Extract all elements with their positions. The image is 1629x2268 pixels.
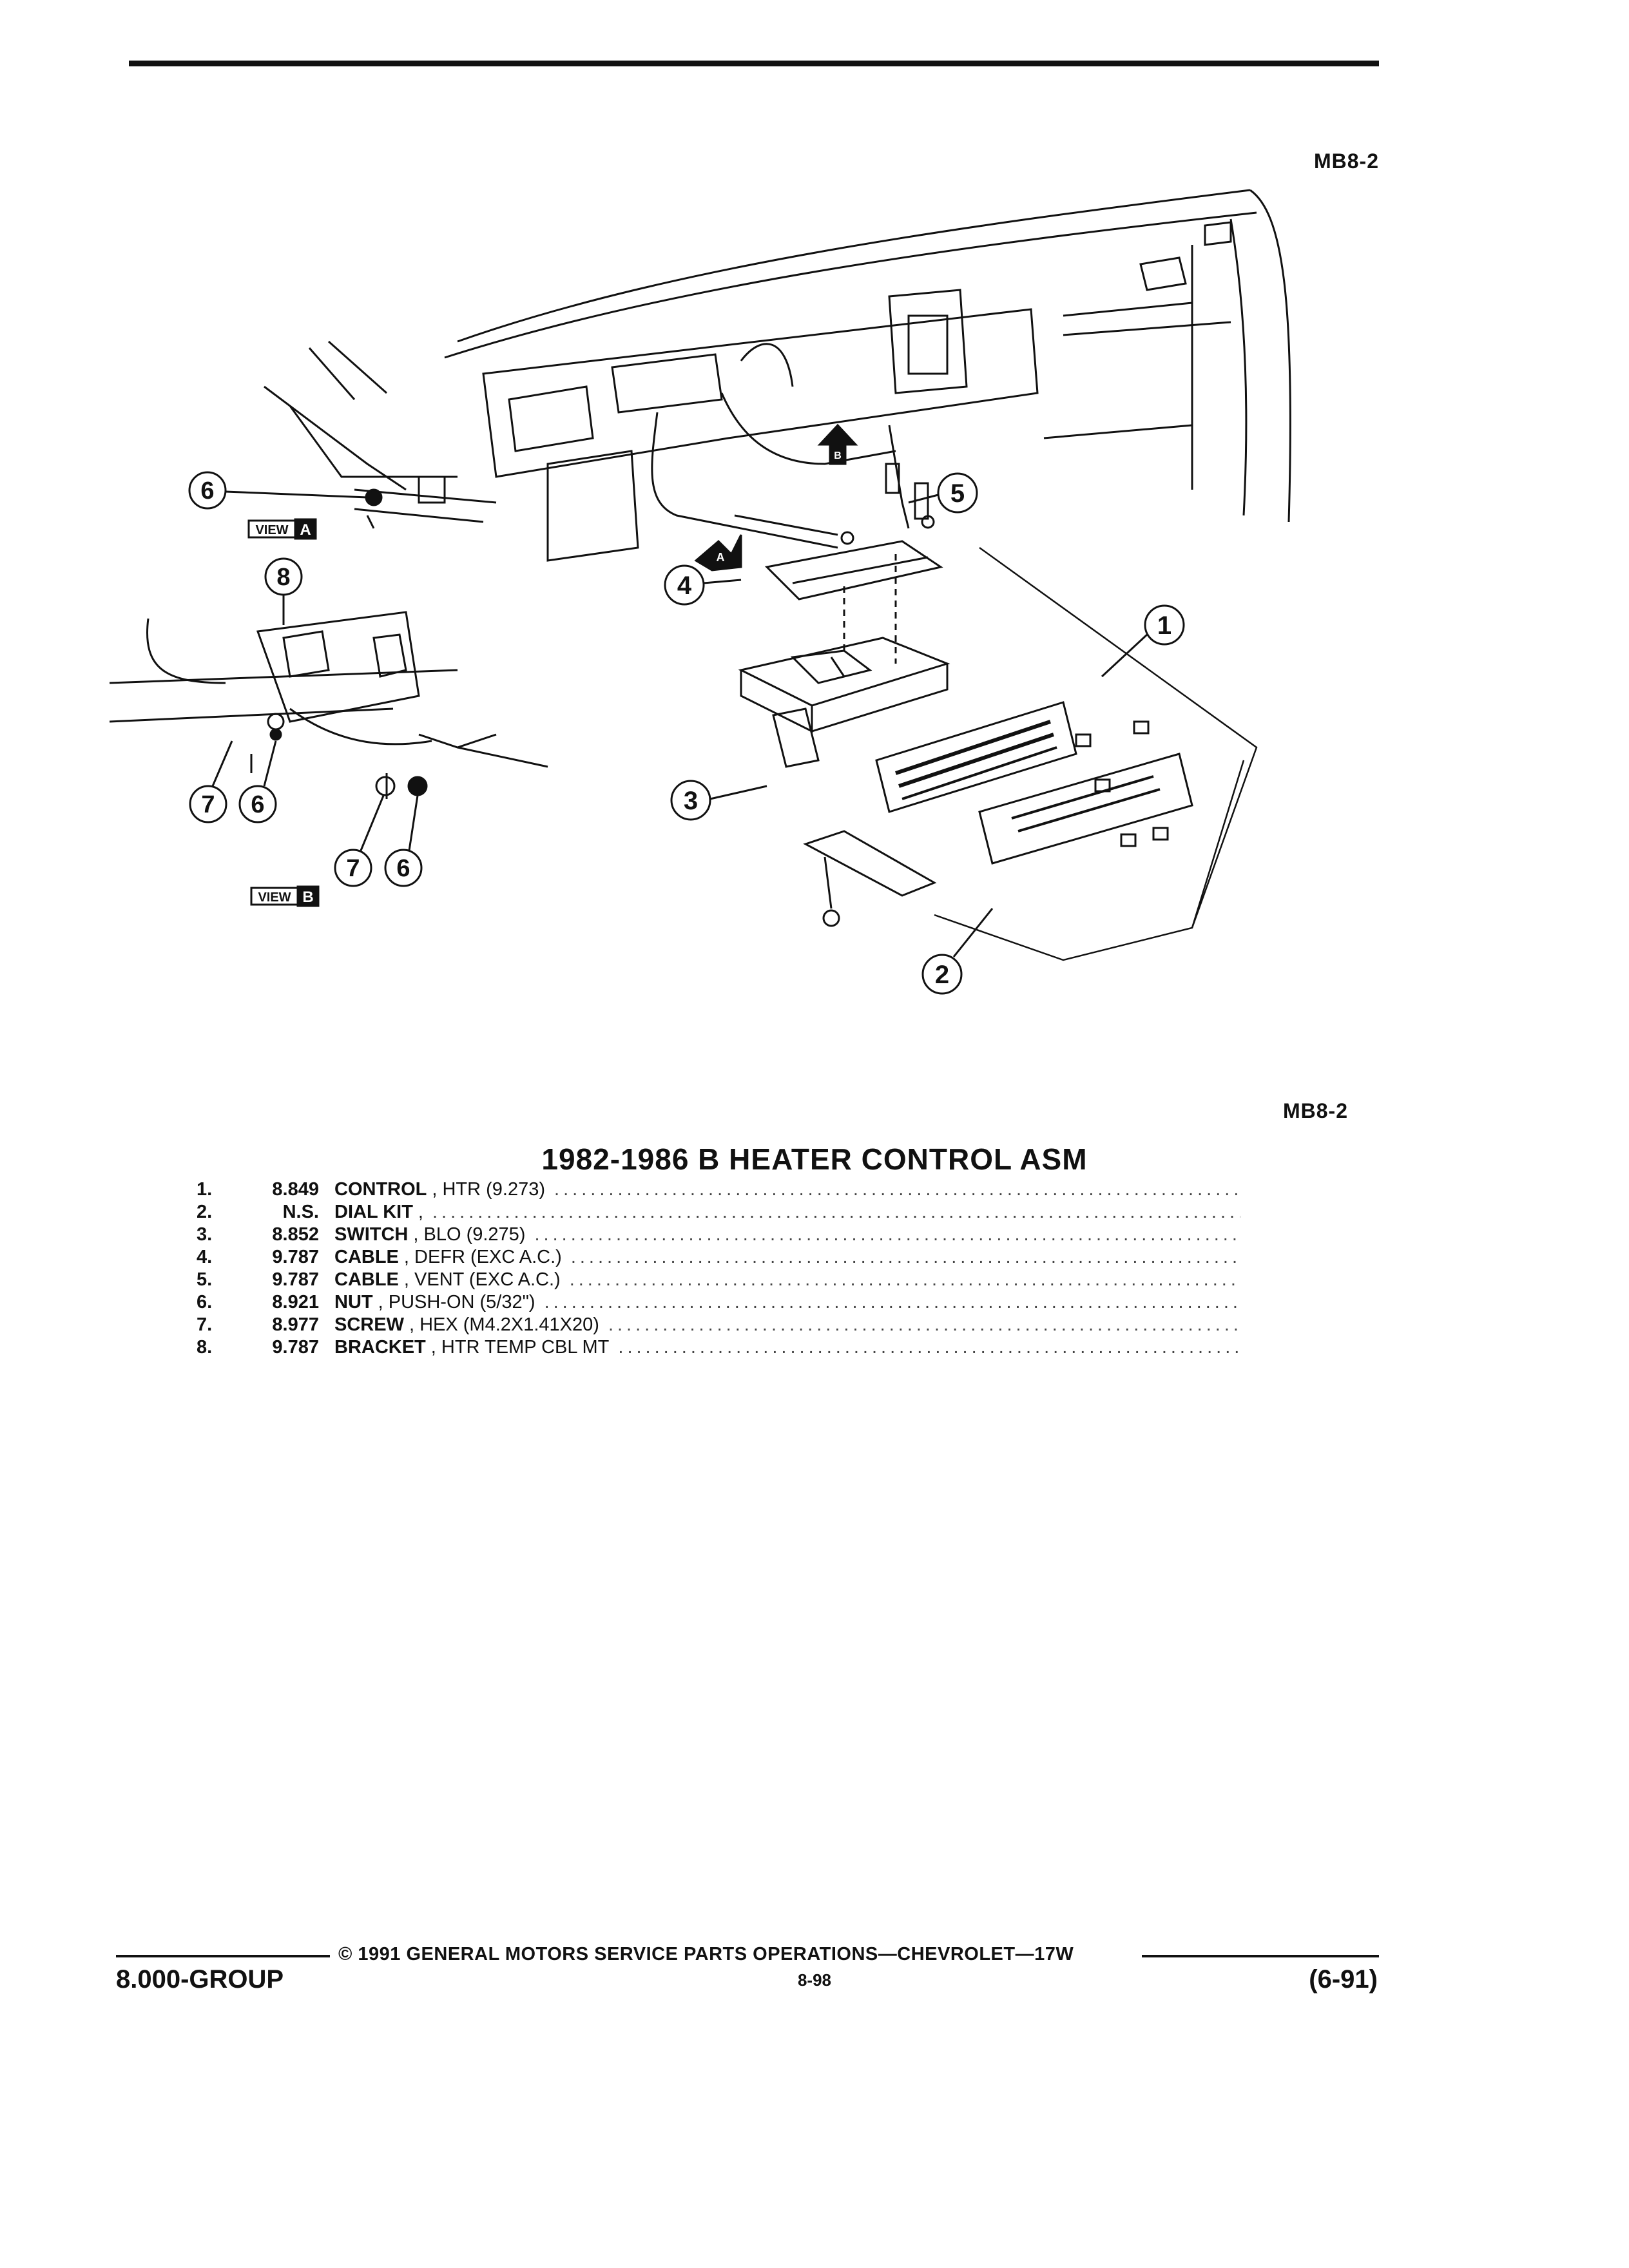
diagram-code-bottom: MB8-2 xyxy=(1282,1099,1348,1122)
callout-7-right: 7 xyxy=(334,795,385,887)
parts-list-row: 4. 9.787 CABLE , DEFR (EXC A.C.) .......… xyxy=(197,1247,1240,1269)
instrument-panel-illustration xyxy=(444,189,1291,562)
svg-text:VIEW: VIEW xyxy=(255,523,288,537)
part-description: , xyxy=(418,1202,423,1222)
view-b-arrow: B xyxy=(817,423,858,465)
part-name: SWITCH xyxy=(334,1224,409,1245)
view-b-detail xyxy=(109,611,548,799)
part-description: , PUSH-ON (5/32") xyxy=(378,1292,535,1312)
part-group-number: 8.977 xyxy=(272,1314,319,1335)
page-number: 8-98 xyxy=(797,1970,832,1990)
callout-7-left: 7 xyxy=(189,740,233,823)
part-name: CABLE xyxy=(334,1247,399,1267)
svg-text:7: 7 xyxy=(201,791,215,818)
part-number-index: 8. xyxy=(197,1337,213,1358)
leader-dots: ........................................… xyxy=(432,1202,1240,1222)
svg-text:6: 6 xyxy=(251,791,264,818)
footer-rule-left xyxy=(116,1955,330,1957)
svg-text:4: 4 xyxy=(677,572,692,600)
part-name: NUT xyxy=(334,1292,373,1312)
part-number-index: 7. xyxy=(197,1314,213,1335)
parts-list-row: 6. 8.921 NUT , PUSH-ON (5/32") .........… xyxy=(197,1292,1240,1314)
parts-list-row: 1. 8.849 CONTROL , HTR (9.273) .........… xyxy=(197,1179,1240,1202)
part-group-number: 9.787 xyxy=(272,1337,319,1358)
svg-text:3: 3 xyxy=(684,787,698,815)
part-description: , DEFR (EXC A.C.) xyxy=(403,1247,562,1267)
callout-8: 8 xyxy=(264,557,303,625)
svg-text:VIEW: VIEW xyxy=(258,890,291,905)
svg-text:1: 1 xyxy=(1157,611,1171,640)
leader-dots: ........................................… xyxy=(608,1314,1240,1335)
part-description: , BLO (9.275) xyxy=(413,1224,526,1245)
svg-text:6: 6 xyxy=(396,855,410,882)
part-description: , HTR TEMP CBL MT xyxy=(430,1337,610,1358)
heater-control-exploded-diagram: 1 2 3 4 5 6 8 7 6 7 xyxy=(109,189,1291,995)
part-group-number: 8.852 xyxy=(272,1224,319,1245)
part-group-number: 8.849 xyxy=(272,1179,319,1200)
leader-dots: ........................................… xyxy=(534,1224,1240,1245)
group-label: 8.000-GROUP xyxy=(116,1965,284,1994)
parts-list-row: 5. 9.787 CABLE , VENT (EXC A.C.) .......… xyxy=(197,1269,1240,1292)
svg-text:8: 8 xyxy=(276,564,290,591)
parts-list-row: 7. 8.977 SCREW , HEX (M4.2X1.41X20) ....… xyxy=(197,1314,1240,1337)
revision-date: (6-91) xyxy=(1309,1965,1378,1994)
view-a-detail xyxy=(264,340,497,529)
svg-text:A: A xyxy=(717,551,725,564)
footer-rule-right xyxy=(1142,1955,1379,1957)
diagram-code-top: MB8-2 xyxy=(1313,149,1379,173)
part-number-index: 2. xyxy=(197,1202,213,1222)
callout-1: 1 xyxy=(1101,604,1185,678)
part-number-index: 1. xyxy=(197,1179,213,1200)
copyright-notice: © 1991 GENERAL MOTORS SERVICE PARTS OPER… xyxy=(338,1944,1074,1965)
parts-list-row: 8. 9.787 BRACKET , HTR TEMP CBL MT .....… xyxy=(197,1337,1240,1360)
leader-dots: ........................................… xyxy=(544,1292,1240,1312)
part-name: DIAL KIT xyxy=(334,1202,413,1222)
leader-dots: ........................................… xyxy=(570,1247,1240,1267)
view-a-label: VIEW A xyxy=(247,518,317,540)
control-assembly-exploded xyxy=(738,540,1258,961)
parts-list-row: 3. 8.852 SWITCH , BLO (9.275) ..........… xyxy=(197,1224,1240,1247)
part-group-number: N.S. xyxy=(282,1202,319,1222)
leader-dots: ........................................… xyxy=(569,1269,1240,1290)
part-name: CABLE xyxy=(334,1269,399,1290)
svg-text:5: 5 xyxy=(950,479,965,508)
callout-6-view-a: 6 xyxy=(188,471,368,510)
svg-text:B: B xyxy=(302,889,313,906)
part-name: CONTROL xyxy=(334,1179,427,1200)
part-description: , HEX (M4.2X1.41X20) xyxy=(409,1314,599,1335)
leader-dots: ........................................… xyxy=(554,1179,1240,1200)
parts-list: 1. 8.849 CONTROL , HTR (9.273) .........… xyxy=(197,1179,1240,1360)
part-name: SCREW xyxy=(334,1314,404,1335)
part-name: BRACKET xyxy=(334,1337,426,1358)
part-description: , HTR (9.273) xyxy=(432,1179,546,1200)
part-number-index: 6. xyxy=(197,1292,213,1312)
callout-6-right: 6 xyxy=(384,795,423,887)
view-b-label: VIEW B xyxy=(250,885,320,907)
svg-text:6: 6 xyxy=(200,477,214,505)
part-description: , VENT (EXC A.C.) xyxy=(403,1269,561,1290)
svg-text:2: 2 xyxy=(935,961,949,989)
part-number-index: 3. xyxy=(197,1224,213,1245)
callout-5: 5 xyxy=(908,472,978,514)
parts-list-row: 2. N.S. DIAL KIT , .....................… xyxy=(197,1202,1240,1224)
part-number-index: 4. xyxy=(197,1247,213,1267)
page-title: 1982-1986 B HEATER CONTROL ASM xyxy=(541,1142,1088,1176)
top-rule xyxy=(129,61,1379,66)
part-group-number: 9.787 xyxy=(272,1269,319,1290)
svg-text:B: B xyxy=(834,450,842,461)
cable-assemblies xyxy=(651,343,935,549)
callout-4: 4 xyxy=(664,564,742,606)
view-a-arrow: A xyxy=(694,534,742,572)
callout-3: 3 xyxy=(670,780,767,821)
part-group-number: 8.921 xyxy=(272,1292,319,1312)
svg-text:A: A xyxy=(300,521,311,539)
leader-dots: ........................................… xyxy=(618,1337,1240,1358)
callout-2: 2 xyxy=(921,908,994,995)
svg-text:7: 7 xyxy=(346,855,360,882)
part-group-number: 9.787 xyxy=(272,1247,319,1267)
callout-6-left: 6 xyxy=(238,740,277,823)
part-number-index: 5. xyxy=(197,1269,213,1290)
